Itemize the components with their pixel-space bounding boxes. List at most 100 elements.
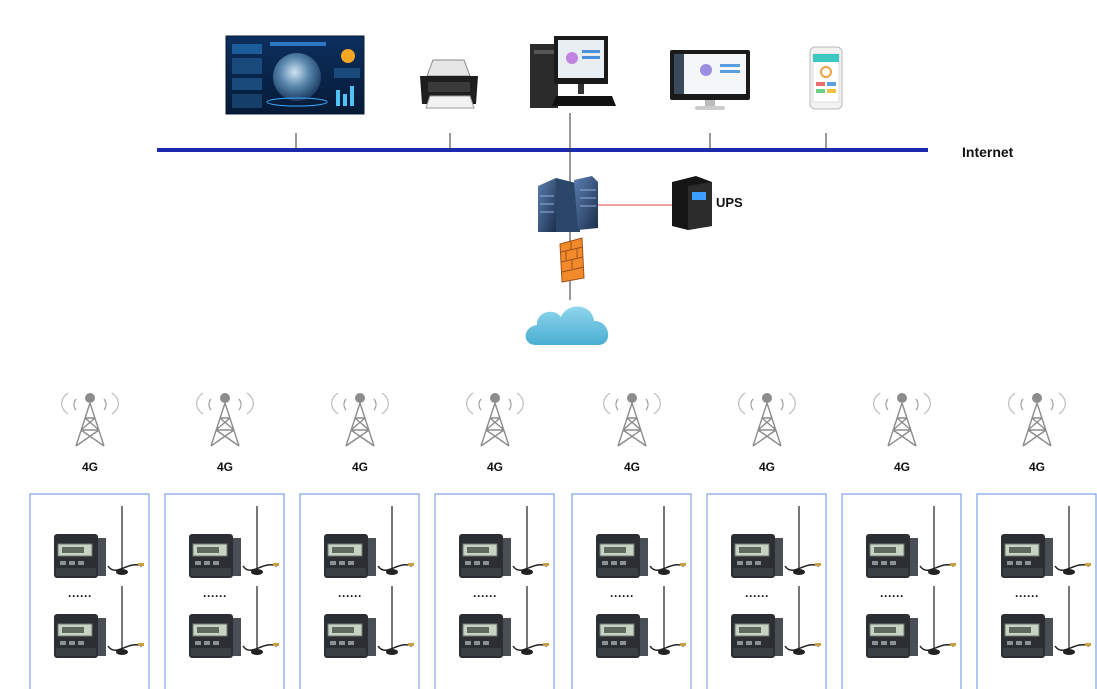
meter-ellipsis: ······ (610, 589, 634, 603)
meter-group-box (29, 493, 150, 689)
meter-group-box (299, 493, 420, 689)
ups-icon (672, 176, 712, 230)
connector-icon (543, 643, 549, 646)
energy-meter-icon (459, 614, 511, 658)
desktop-computer-icon (530, 36, 616, 108)
antenna-icon (251, 586, 263, 655)
meter-ellipsis: ······ (880, 589, 904, 603)
meter-group-box (706, 493, 827, 689)
meter-ellipsis: ······ (1015, 589, 1039, 603)
meter-ellipsis: ······ (338, 589, 362, 603)
printer-icon (420, 59, 478, 109)
tower-label: 4G (217, 460, 233, 474)
meter-ellipsis: ······ (68, 589, 92, 603)
antenna-icon (386, 586, 398, 655)
cell-tower-icon (61, 392, 119, 447)
meter-group: 4G ······ (976, 392, 1097, 689)
energy-meter-icon (54, 534, 106, 578)
tower-label: 4G (1029, 460, 1045, 474)
antenna-icon (928, 506, 940, 575)
connector-icon (950, 643, 956, 646)
energy-meter-icon (324, 614, 376, 658)
tower-label: 4G (624, 460, 640, 474)
connector-icon (680, 563, 686, 566)
connector-icon (815, 563, 821, 566)
energy-meter-icon (866, 534, 918, 578)
cell-tower-icon (738, 392, 796, 447)
energy-meter-icon (731, 614, 783, 658)
connector-icon (680, 643, 686, 646)
server-icon (538, 176, 598, 232)
cell-tower-icon (331, 392, 389, 447)
meter-group: 4G ······ (164, 392, 285, 689)
monitor-icon (670, 50, 750, 110)
meter-group: 4G ······ (434, 392, 555, 689)
energy-meter-icon (731, 534, 783, 578)
tower-label: 4G (487, 460, 503, 474)
antenna-icon (251, 506, 263, 575)
tower-label: 4G (759, 460, 775, 474)
meter-ellipsis: ······ (203, 589, 227, 603)
antenna-icon (793, 586, 805, 655)
antenna-icon (658, 586, 670, 655)
antenna-icon (1063, 506, 1075, 575)
meter-group: 4G ······ (706, 392, 827, 689)
connector-icon (138, 643, 144, 646)
connector-icon (138, 563, 144, 566)
meter-group-box (841, 493, 962, 689)
connector-icon (408, 563, 414, 566)
energy-meter-icon (189, 614, 241, 658)
antenna-icon (658, 506, 670, 575)
smartphone-icon (809, 46, 843, 110)
connector-icon (1085, 643, 1091, 646)
energy-meter-icon (596, 614, 648, 658)
antenna-icon (928, 586, 940, 655)
meter-group-box (571, 493, 692, 689)
meter-group: 4G ······ (29, 392, 150, 689)
meter-ellipsis: ······ (745, 589, 769, 603)
antenna-icon (116, 586, 128, 655)
energy-meter-icon (324, 534, 376, 578)
meter-group: 4G ······ (571, 392, 692, 689)
connector-icon (950, 563, 956, 566)
meter-ellipsis: ······ (473, 589, 497, 603)
energy-meter-icon (1001, 614, 1053, 658)
connector-icon (273, 643, 279, 646)
internet-label: Internet (962, 144, 1014, 160)
antenna-icon (1063, 586, 1075, 655)
ups-label: UPS (716, 195, 743, 210)
cell-tower-icon (466, 392, 524, 447)
tower-label: 4G (352, 460, 368, 474)
dashboard-screen-icon (225, 35, 365, 115)
energy-meter-icon (1001, 534, 1053, 578)
meter-group: 4G ······ (299, 392, 420, 689)
cell-tower-icon (603, 392, 661, 447)
antenna-icon (116, 506, 128, 575)
connector-icon (543, 563, 549, 566)
meter-group-box (434, 493, 555, 689)
cell-tower-icon (196, 392, 254, 447)
energy-meter-icon (866, 614, 918, 658)
cell-tower-icon (1008, 392, 1066, 447)
antenna-icon (793, 506, 805, 575)
meter-group: 4G ······ (841, 392, 962, 689)
connector-icon (815, 643, 821, 646)
cloud-icon (525, 306, 609, 345)
energy-meter-icon (596, 534, 648, 578)
cell-tower-icon (873, 392, 931, 447)
antenna-icon (521, 506, 533, 575)
meter-group-box (164, 493, 285, 689)
connector-icon (408, 643, 414, 646)
meter-groups: 4G ······ 4G ······ 4G ······ 4G ······ 4G ······… (29, 392, 1097, 689)
firewall-icon (559, 237, 585, 283)
energy-meter-icon (459, 534, 511, 578)
meter-group-box (976, 493, 1097, 689)
connector-icon (273, 563, 279, 566)
energy-meter-icon (54, 614, 106, 658)
antenna-icon (386, 506, 398, 575)
antenna-icon (521, 586, 533, 655)
energy-meter-icon (189, 534, 241, 578)
tower-label: 4G (894, 460, 910, 474)
tower-label: 4G (82, 460, 98, 474)
